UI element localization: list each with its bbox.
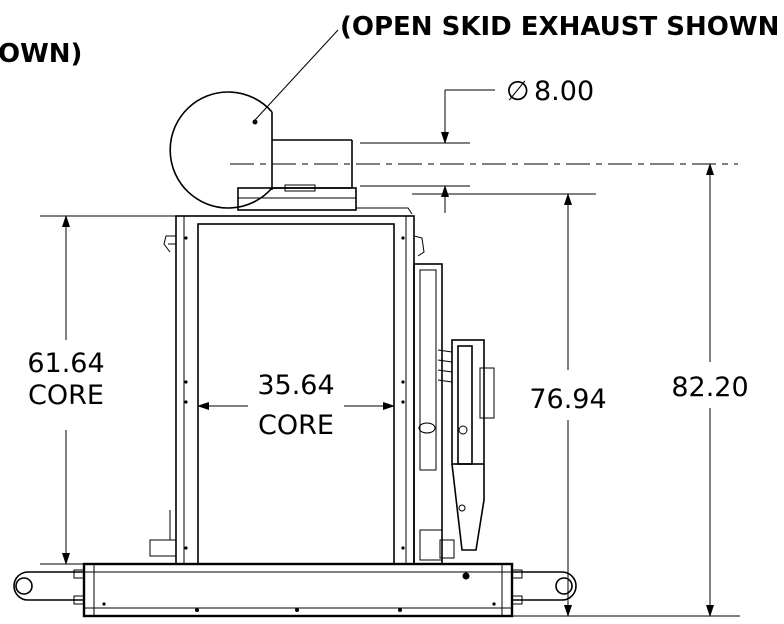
skid-base <box>13 562 577 618</box>
core-height-label: CORE <box>28 380 104 411</box>
height-76-value: 76.94 <box>529 384 606 415</box>
left-note: OWN) <box>0 39 82 69</box>
note-leader-line <box>254 29 339 121</box>
core-height-value: 61.64 <box>27 348 104 379</box>
top-note: (OPEN SKID EXHAUST SHOWN <box>340 12 779 42</box>
exhaust-silencer <box>169 91 413 215</box>
core-width-label: CORE <box>258 410 334 441</box>
core-width-value: 35.64 <box>257 370 334 401</box>
diameter-symbol: ∅ <box>506 76 530 107</box>
diameter-value: 8.00 <box>534 76 594 107</box>
overall-height-value: 82.20 <box>671 372 748 403</box>
